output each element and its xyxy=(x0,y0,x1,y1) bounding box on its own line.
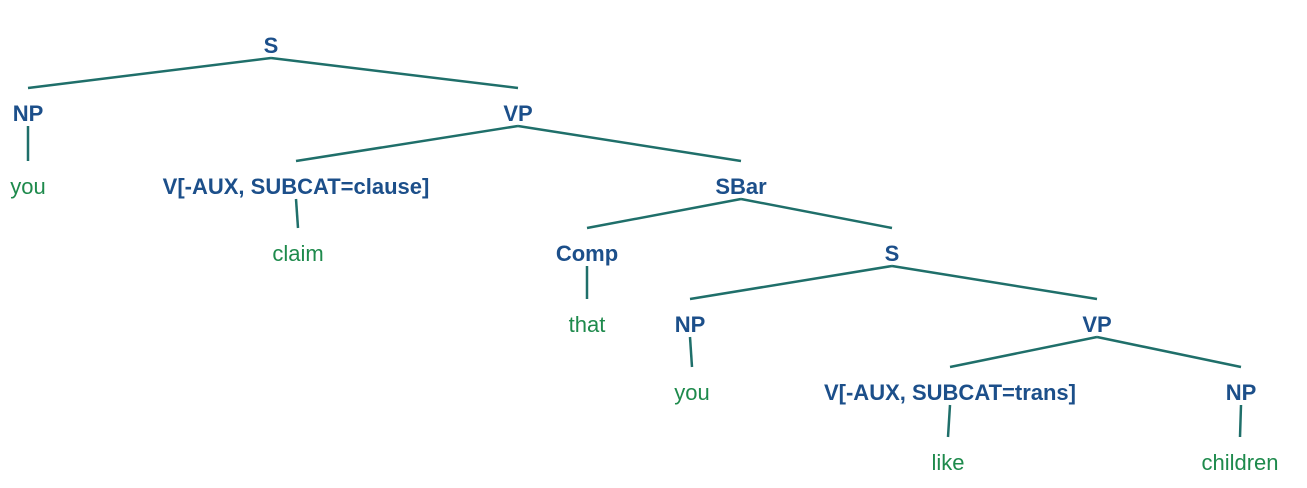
edge-vp1-v1 xyxy=(295,124,519,163)
leaf-word-w_you2: you xyxy=(674,380,709,405)
tree-labels: S NP VP you V[-AUX, SUBCAT=clause] SBar claim C… xyxy=(10,33,1278,475)
edge-np3-w_children xyxy=(1238,404,1243,438)
edge-s2-vp2 xyxy=(891,264,1098,301)
edge-v2-w_like xyxy=(946,404,952,438)
edge-vp2-np3 xyxy=(1096,335,1242,369)
node-label-comp: Comp xyxy=(556,241,618,266)
edge-np2-w_you2 xyxy=(688,336,694,368)
node-label-vp2: VP xyxy=(1082,312,1111,337)
edge-vp1-sbar xyxy=(517,124,742,163)
node-label-v2: V[-AUX, SUBCAT=trans] xyxy=(824,380,1076,405)
node-label-s1: S xyxy=(264,33,279,58)
node-label-np1: NP xyxy=(13,101,44,126)
edge-sbar-s2 xyxy=(740,197,893,230)
leaf-word-w_you1: you xyxy=(10,174,45,199)
node-label-np3: NP xyxy=(1226,380,1257,405)
node-label-v1: V[-AUX, SUBCAT=clause] xyxy=(163,174,430,199)
edge-vp2-v2 xyxy=(949,335,1098,369)
edge-s1-vp1 xyxy=(270,56,519,90)
edge-s2-np2 xyxy=(689,264,893,301)
node-label-vp1: VP xyxy=(503,101,532,126)
node-label-np2: NP xyxy=(675,312,706,337)
edge-s1-np1 xyxy=(27,56,272,90)
tree-edges xyxy=(26,56,1243,438)
leaf-word-w_children: children xyxy=(1201,450,1278,475)
leaf-word-w_claim: claim xyxy=(272,241,323,266)
node-label-s2: S xyxy=(885,241,900,266)
leaf-word-w_like: like xyxy=(931,450,964,475)
edge-v1-w_claim xyxy=(294,198,300,229)
edge-sbar-comp xyxy=(586,197,742,230)
node-label-sbar: SBar xyxy=(715,174,767,199)
leaf-word-w_that: that xyxy=(569,312,606,337)
